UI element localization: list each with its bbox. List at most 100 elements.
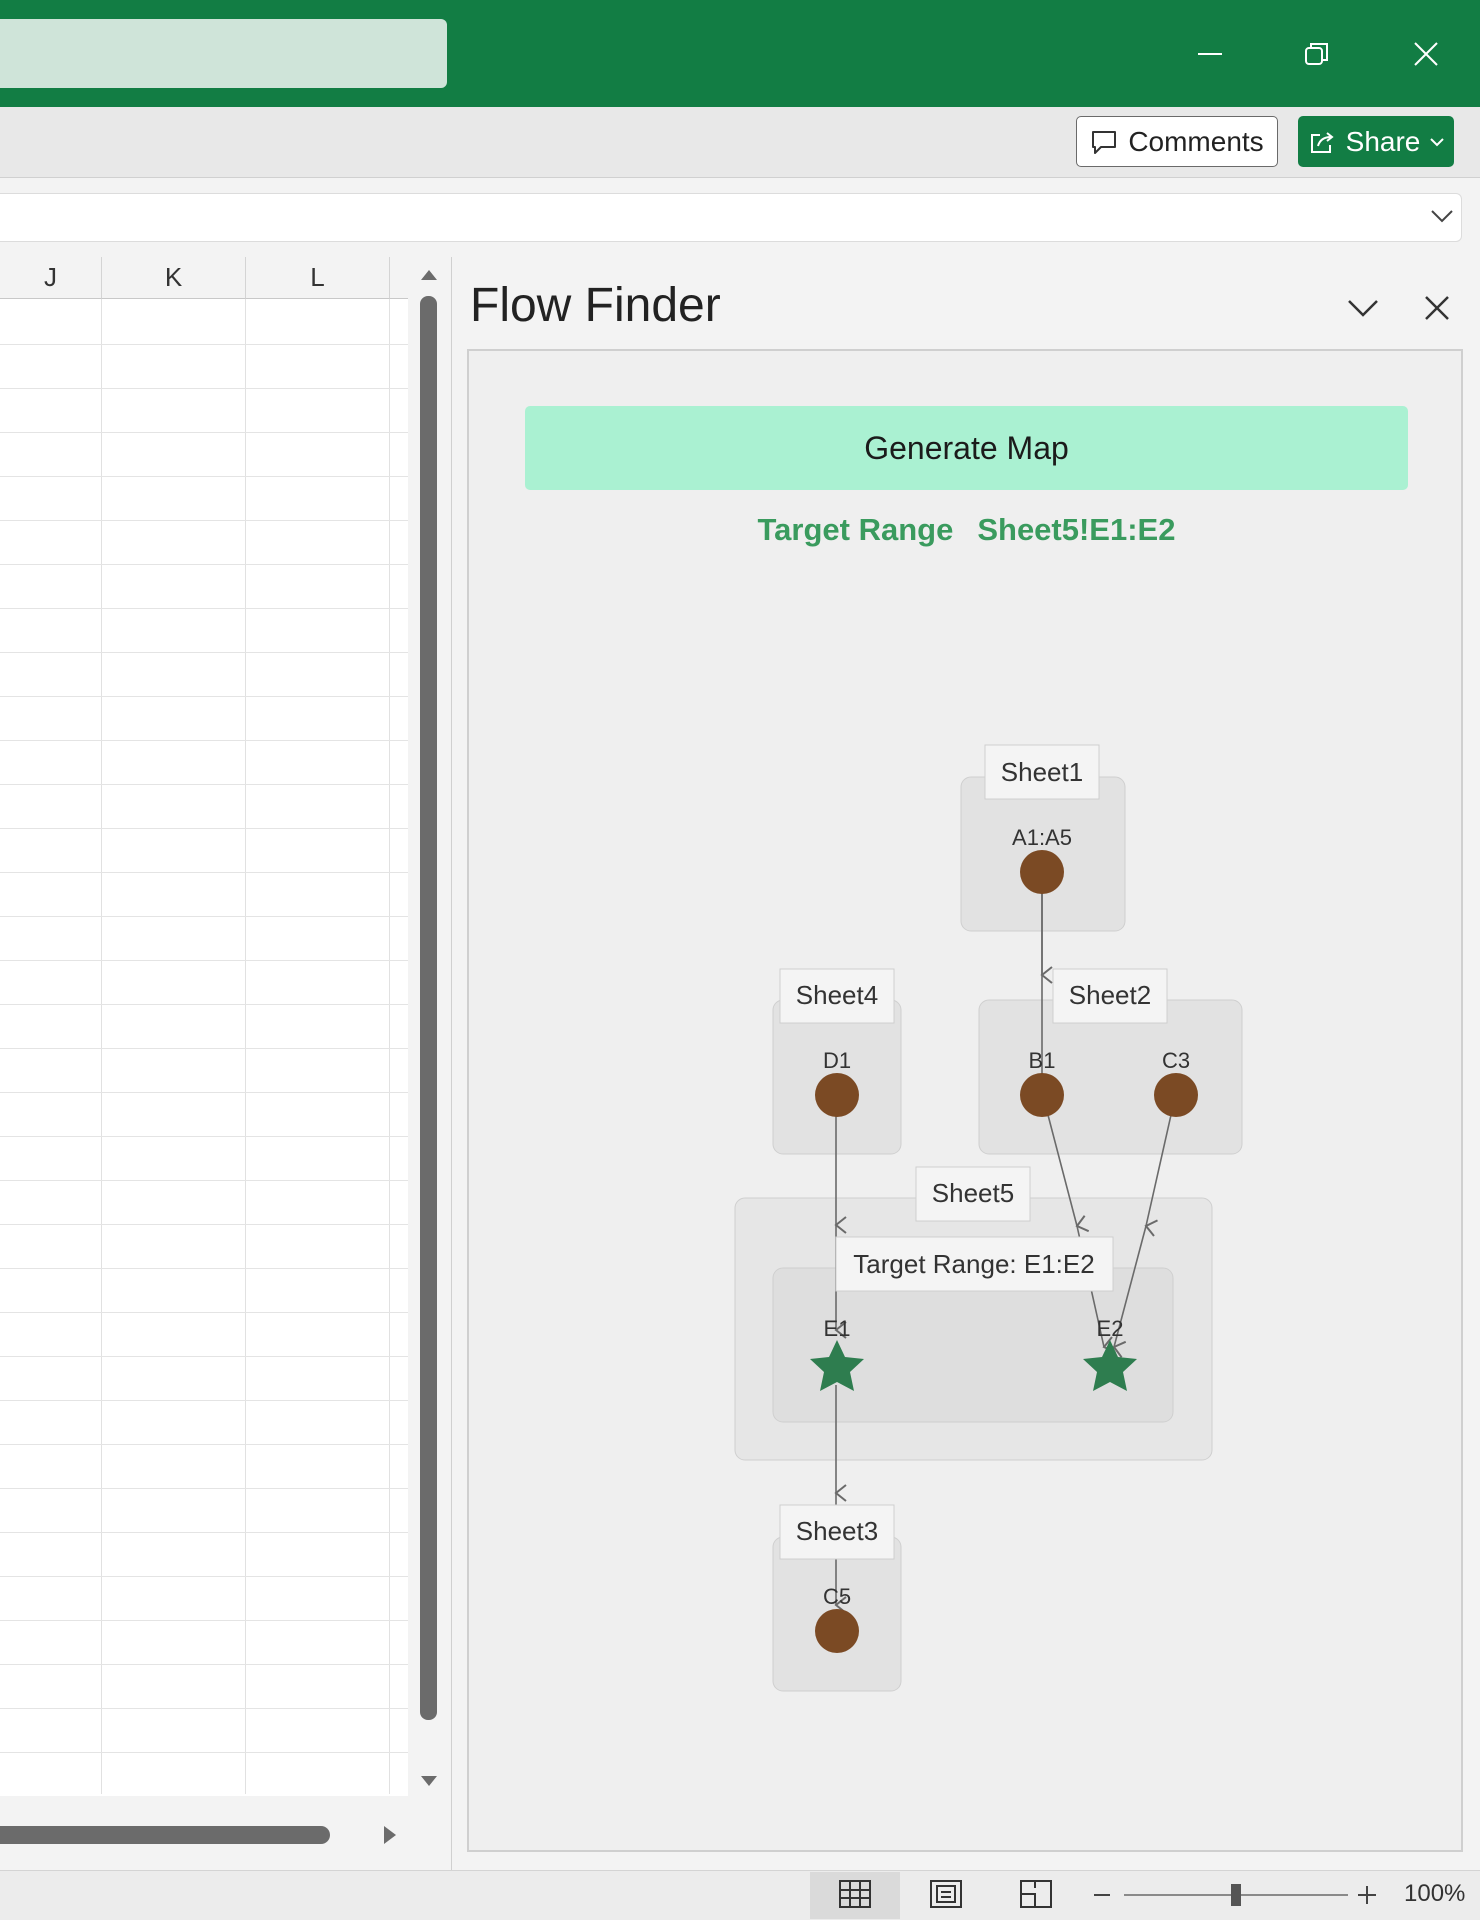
row-line <box>0 1092 408 1093</box>
node-label-d1: D1 <box>823 1048 851 1073</box>
formula-bar[interactable] <box>0 193 1462 242</box>
sheet4-label: Sheet4 <box>796 980 878 1010</box>
restore-button[interactable] <box>1283 20 1351 88</box>
grid-line <box>245 299 246 1794</box>
share-label: Share <box>1345 125 1421 157</box>
row-line <box>0 740 408 741</box>
sheet2-label: Sheet2 <box>1069 980 1151 1010</box>
row-line <box>0 784 408 785</box>
node-d1[interactable] <box>815 1073 859 1117</box>
row-line <box>0 608 408 609</box>
row-line <box>0 960 408 961</box>
target-range-map-label: Target Range: E1:E2 <box>853 1249 1094 1279</box>
row-line <box>0 1048 408 1049</box>
row-line <box>0 564 408 565</box>
scroll-right-icon[interactable] <box>382 1824 398 1846</box>
close-icon <box>1414 42 1438 66</box>
normal-view-highlight <box>810 1872 900 1919</box>
node-b1[interactable] <box>1020 1073 1064 1117</box>
minimize-button[interactable] <box>1176 20 1244 88</box>
row-line <box>0 1400 408 1401</box>
row-line <box>0 872 408 873</box>
edge-b1-to-e2 <box>1047 1114 1090 1233</box>
node-label-b1: B1 <box>1029 1048 1056 1073</box>
zoom-in-icon[interactable] <box>1356 1884 1378 1906</box>
row-line <box>0 1620 408 1621</box>
node-e2-star[interactable] <box>1083 1340 1137 1391</box>
node-label-c5: C5 <box>823 1584 851 1609</box>
expand-formula-bar-icon[interactable] <box>1430 208 1454 224</box>
node-c5[interactable] <box>815 1609 859 1653</box>
row-line <box>0 1004 408 1005</box>
row-line <box>0 916 408 917</box>
generate-map-button[interactable]: Generate Map <box>525 406 1408 490</box>
sheet1-label: Sheet1 <box>1001 757 1083 787</box>
scroll-down-icon[interactable] <box>419 1774 439 1788</box>
column-header-l[interactable]: L <box>246 257 390 299</box>
column-header-partial[interactable] <box>390 257 408 299</box>
page-layout-icon[interactable] <box>929 1879 963 1909</box>
node-label-e2: E2 <box>1097 1316 1124 1341</box>
scroll-up-icon[interactable] <box>419 268 439 282</box>
row-line <box>0 1576 408 1577</box>
row-line <box>0 1752 408 1753</box>
page-break-icon[interactable] <box>1019 1879 1053 1909</box>
grid-line <box>101 299 102 1794</box>
close-window-button[interactable] <box>1392 20 1460 88</box>
sheet5-tab <box>915 1166 1031 1222</box>
pane-title: Flow Finder <box>470 279 721 332</box>
horizontal-scroll-thumb[interactable] <box>0 1826 330 1844</box>
pane-options-chevron-icon[interactable] <box>1347 298 1379 318</box>
row-line <box>0 1136 408 1137</box>
pane-close-icon[interactable] <box>1424 295 1450 321</box>
share-button[interactable]: Share <box>1298 116 1454 167</box>
comments-button[interactable]: Comments <box>1076 116 1278 167</box>
node-a1a5[interactable] <box>1020 850 1064 894</box>
row-line <box>0 520 408 521</box>
sheet1-tab <box>984 744 1100 800</box>
sheet5-label: Sheet5 <box>932 1178 1014 1208</box>
row-line <box>0 1356 408 1357</box>
target-range-value: Sheet5!E1:E2 <box>977 512 1176 547</box>
node-e1-star[interactable] <box>810 1340 864 1391</box>
grid-line <box>389 299 390 1794</box>
row-line <box>0 1532 408 1533</box>
edge-c3-to-e2 <box>1144 1114 1172 1237</box>
node-label-e1: E1 <box>824 1316 851 1341</box>
zoom-out-icon[interactable] <box>1092 1888 1112 1902</box>
row-line <box>0 1488 408 1489</box>
row-line <box>0 432 408 433</box>
row-line <box>0 1224 408 1225</box>
zoom-level[interactable]: 100% <box>1404 1880 1466 1907</box>
row-line <box>0 1708 408 1709</box>
node-c3[interactable] <box>1154 1073 1198 1117</box>
share-icon <box>1310 131 1334 153</box>
spreadsheet-grid[interactable]: J K L <box>0 257 408 1796</box>
row-line <box>0 476 408 477</box>
sheet4-tab <box>779 968 895 1024</box>
comment-icon <box>1092 130 1117 154</box>
search-box[interactable] <box>0 19 447 88</box>
row-line <box>0 828 408 829</box>
minimize-icon <box>1198 53 1222 55</box>
chevron-down-icon <box>1430 137 1445 146</box>
vertical-scroll-thumb[interactable] <box>420 296 437 1720</box>
comments-label: Comments <box>1128 125 1264 157</box>
row-line <box>0 1268 408 1269</box>
row-line <box>0 344 408 345</box>
normal-view-icon[interactable] <box>838 1879 872 1909</box>
row-line <box>0 388 408 389</box>
target-range-tab <box>835 1236 1114 1292</box>
column-header-k[interactable]: K <box>102 257 246 299</box>
target-range-label: Target Range <box>757 512 954 547</box>
node-label-c3: C3 <box>1162 1048 1190 1073</box>
row-line <box>0 696 408 697</box>
sheet2-tab <box>1052 968 1168 1024</box>
sheet3-label: Sheet3 <box>796 1516 878 1546</box>
column-header-j[interactable]: J <box>0 257 102 299</box>
row-line <box>0 652 408 653</box>
zoom-slider-thumb[interactable] <box>1231 1884 1241 1906</box>
edge-c3-to-e2-tail <box>1112 1225 1147 1358</box>
restore-icon <box>1305 43 1328 65</box>
